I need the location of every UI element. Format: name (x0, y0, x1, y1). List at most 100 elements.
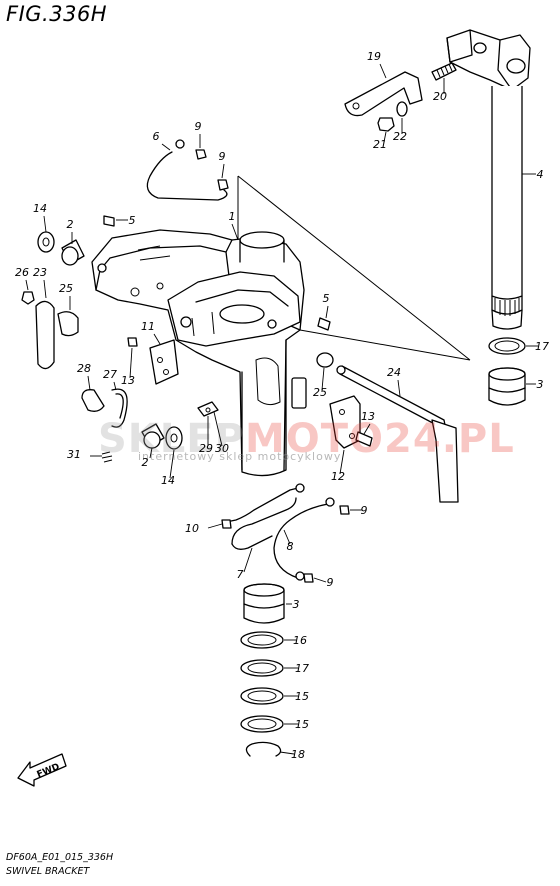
callout-2a[interactable]: 2 (67, 218, 74, 231)
callout-leader-6 (161, 143, 171, 151)
diagram-name: SWIVEL BRACKET (6, 866, 90, 877)
bolt-9-d[interactable] (303, 573, 314, 583)
callout-13b[interactable]: 13 (361, 410, 375, 423)
callout-leader-2b (149, 447, 153, 459)
callout-13a[interactable]: 13 (121, 374, 135, 387)
diagram-code: DF60A_E01_015_336H (6, 852, 114, 863)
callout-leader-7 (243, 547, 253, 573)
anode-11[interactable] (127, 337, 179, 385)
swivel-bracket-body[interactable] (91, 229, 307, 477)
callout-17b[interactable]: 17 (295, 662, 309, 675)
callout-24[interactable]: 24 (387, 366, 401, 379)
bolt-13-right[interactable] (355, 431, 373, 447)
watermark: SKLEPMOTO24.PL internetowy sklep motocyk… (98, 416, 515, 463)
callout-leader-14b (169, 449, 175, 479)
callout-1[interactable]: 1 (229, 210, 236, 223)
callout-leader-21 (383, 131, 387, 143)
svg-text:SKLEPMOTO24.PL: SKLEPMOTO24.PL (98, 416, 515, 462)
washer-17-upper[interactable] (488, 337, 526, 355)
callout-14b[interactable]: 14 (161, 474, 175, 487)
callout-leader-5b (325, 305, 329, 319)
tilt-rod[interactable] (336, 365, 459, 503)
callout-18[interactable]: 18 (291, 748, 305, 761)
washer-stack[interactable] (240, 631, 284, 757)
callout-17a[interactable]: 17 (535, 340, 549, 353)
callout-15b[interactable]: 15 (295, 718, 309, 731)
callout-20[interactable]: 20 (433, 90, 447, 103)
lead-wire-6[interactable] (146, 139, 229, 201)
steering-shaft[interactable] (446, 29, 531, 330)
callout-23[interactable]: 23 (33, 266, 47, 279)
callout-19[interactable]: 19 (367, 50, 381, 63)
callout-29[interactable]: 29 (199, 442, 213, 455)
callout-leader-18 (279, 751, 295, 755)
callout-leader-10 (207, 523, 223, 529)
lower-left-parts[interactable] (81, 388, 183, 463)
callout-leader-14a (43, 215, 47, 233)
callout-leader-13a (129, 347, 133, 379)
callout-2b[interactable]: 2 (142, 456, 149, 469)
callout-3a[interactable]: 3 (537, 378, 544, 391)
lead-wire-7[interactable] (225, 483, 305, 550)
callout-leader-24 (397, 379, 401, 397)
bolt-5-right[interactable] (317, 317, 331, 331)
left-bushing-set[interactable] (21, 231, 85, 370)
upper-bracket[interactable] (344, 62, 457, 132)
watermark-brand-left: SKLEP (98, 416, 245, 462)
callout-9c[interactable]: 9 (361, 504, 368, 517)
callout-leader-8 (283, 529, 291, 545)
callout-30[interactable]: 30 (215, 442, 229, 455)
callout-9d[interactable]: 9 (327, 576, 334, 589)
callout-14a[interactable]: 14 (33, 202, 47, 215)
plate[interactable] (329, 395, 361, 449)
callout-27[interactable]: 27 (103, 368, 117, 381)
bolt-9-c[interactable] (339, 505, 350, 515)
callout-5b[interactable]: 5 (323, 292, 330, 305)
callout-8[interactable]: 8 (287, 540, 294, 553)
callout-leader-27 (113, 381, 117, 391)
callout-15a[interactable]: 15 (295, 690, 309, 703)
callout-4[interactable]: 4 (537, 168, 544, 181)
callout-leader-28 (87, 375, 91, 391)
bolt-5-left[interactable] (103, 215, 115, 227)
callout-leader-13b (363, 423, 371, 435)
fwd-arrow-icon: FWD (17, 753, 67, 787)
clamp-29[interactable] (197, 401, 219, 417)
callout-10[interactable]: 10 (185, 522, 199, 535)
outline-guide (237, 175, 471, 361)
callout-3b[interactable]: 3 (293, 598, 300, 611)
callout-6[interactable]: 6 (153, 130, 160, 143)
callout-28[interactable]: 28 (77, 362, 91, 375)
callout-leader-9d (313, 577, 327, 583)
callout-9b[interactable]: 9 (219, 150, 226, 163)
bushing-25-right[interactable] (316, 352, 334, 368)
lead-wire-8[interactable] (273, 497, 335, 581)
callout-leader-26 (25, 279, 29, 291)
callout-leader-11 (153, 333, 161, 345)
callout-12[interactable]: 12 (331, 470, 345, 483)
lower-bushing-3[interactable] (243, 583, 285, 624)
callout-31[interactable]: 31 (67, 448, 81, 461)
watermark-brand-suffix: 24.PL (384, 416, 515, 462)
watermark-tagline: internetowy sklep motocyklowy (138, 450, 341, 463)
callout-leader-19 (379, 63, 387, 79)
callout-25b[interactable]: 25 (313, 386, 327, 399)
callout-5a[interactable]: 5 (129, 214, 136, 227)
figure-title: FIG.336H (6, 2, 108, 26)
screw-10[interactable] (221, 519, 232, 529)
callout-leader-9b (221, 163, 225, 179)
callout-25a[interactable]: 25 (59, 282, 73, 295)
callout-22[interactable]: 22 (393, 130, 407, 143)
callout-leader-12 (339, 449, 345, 475)
callout-26[interactable]: 26 (15, 266, 29, 279)
callout-16[interactable]: 16 (293, 634, 307, 647)
upper-bushing-3[interactable] (488, 367, 526, 406)
callout-21[interactable]: 21 (373, 138, 387, 151)
callout-9a[interactable]: 9 (195, 120, 202, 133)
callout-11[interactable]: 11 (141, 320, 155, 333)
callout-7[interactable]: 7 (237, 568, 244, 581)
callout-leader-25b (321, 367, 325, 391)
callout-leader-23 (43, 279, 47, 299)
